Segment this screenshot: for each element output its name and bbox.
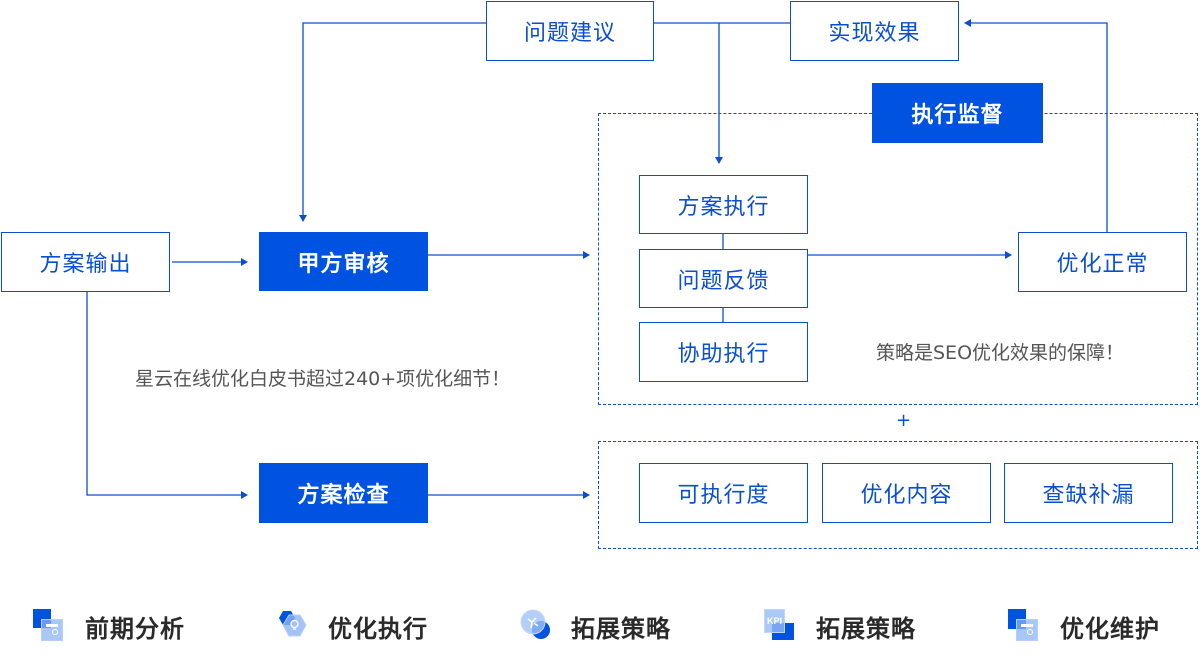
node-plan-output: 方案输出: [1, 232, 170, 292]
node-issue-suggestion: 问题建议: [486, 1, 654, 61]
legend-item: 拓展策略: [519, 604, 671, 648]
kpi-icon: KPI: [764, 609, 798, 643]
arrow-suggestion-to-review: [299, 22, 486, 222]
node-plan-execution: 方案执行: [639, 175, 808, 234]
analysis-icon: [33, 609, 67, 643]
runner-circle-icon: [519, 609, 553, 643]
legend-label: 拓展策略: [571, 614, 671, 643]
node-optimization-normal: 优化正常: [1018, 232, 1187, 292]
node-client-review: 甲方审核: [259, 232, 428, 291]
legend-item: KPI 拓展策略: [764, 604, 916, 648]
node-plan-check: 方案检查: [259, 463, 428, 523]
node-issue-feedback: 问题反馈: [639, 249, 808, 308]
node-executability: 可执行度: [639, 463, 808, 523]
legend-label: 拓展策略: [816, 614, 916, 643]
node-fill-gaps: 查缺补漏: [1004, 463, 1173, 523]
node-assist-execution: 协助执行: [639, 322, 808, 382]
legend-label: 优化维护: [1060, 614, 1160, 643]
legend-item: 优化维护: [1008, 604, 1160, 648]
check-region: [598, 441, 1198, 549]
legend-item: 前期分析: [33, 604, 185, 648]
strategy-note: 策略是SEO优化效果的保障！: [876, 342, 1125, 364]
node-execution-supervision: 执行监督: [872, 83, 1043, 143]
node-optimize-content: 优化内容: [822, 463, 991, 523]
arrow-output-to-check: [86, 292, 248, 499]
legend-label: 优化执行: [328, 614, 428, 643]
arrow-normal-to-effect: [964, 19, 1108, 232]
node-achieve-effect: 实现效果: [790, 1, 959, 61]
maintenance-icon: [1008, 609, 1042, 643]
legend-label: 前期分析: [85, 614, 185, 643]
plus-sign: +: [896, 410, 912, 431]
whitepaper-note: 星云在线优化白皮书超过240+项优化细节！: [135, 368, 511, 390]
lightbulb-hexagon-icon: [276, 609, 310, 643]
legend-item: 优化执行: [276, 604, 428, 648]
